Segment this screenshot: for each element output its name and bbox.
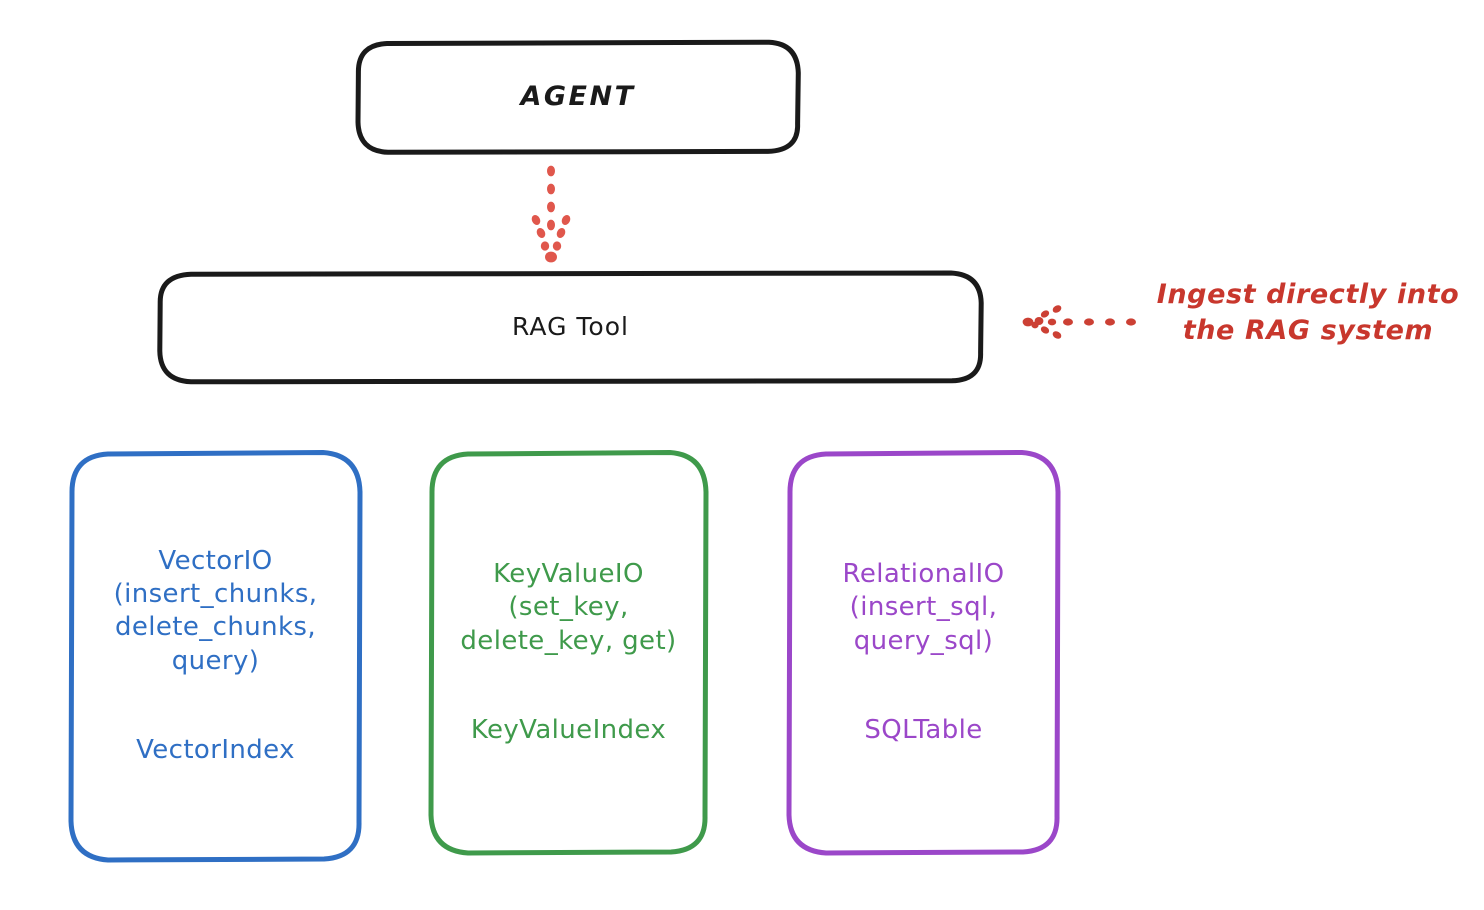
rag-tool-box-outline — [157, 270, 984, 385]
key-value-io-box-outline — [428, 450, 709, 856]
relational-io-box-outline — [786, 450, 1061, 856]
relational-io-api-label: RelationalIO (insert_sql, query_sql) — [842, 558, 1005, 656]
relational-io-index-label: SQLTable — [864, 714, 983, 745]
node-agent[interactable]: AGENT — [355, 39, 801, 155]
agent-box-outline — [355, 39, 801, 155]
vector-io-api-label: VectorIO (insert_chunks, delete_chunks, … — [113, 545, 318, 676]
agent-label: AGENT — [520, 80, 636, 112]
connector-ingest-to-rag-tool — [1022, 305, 1136, 339]
vector-io-box-outline — [68, 450, 363, 863]
node-key-value-io[interactable]: KeyValueIO (set_key, delete_key, get) Ke… — [428, 450, 709, 856]
annotation-ingest-directly: Ingest directly into the RAG system — [1156, 279, 1460, 347]
vector-io-index-label: VectorIndex — [136, 734, 295, 765]
node-rag-tool[interactable]: RAG Tool — [157, 270, 984, 385]
rag-tool-label: RAG Tool — [512, 312, 629, 341]
key-value-io-index-label: KeyValueIndex — [470, 714, 667, 745]
node-vector-io[interactable]: VectorIO (insert_chunks, delete_chunks, … — [68, 450, 363, 863]
key-value-io-api-label: KeyValueIO (set_key, delete_key, get) — [460, 558, 677, 656]
node-relational-io[interactable]: RelationalIO (insert_sql, query_sql) SQL… — [786, 450, 1061, 856]
connector-agent-to-rag-tool — [531, 165, 571, 263]
